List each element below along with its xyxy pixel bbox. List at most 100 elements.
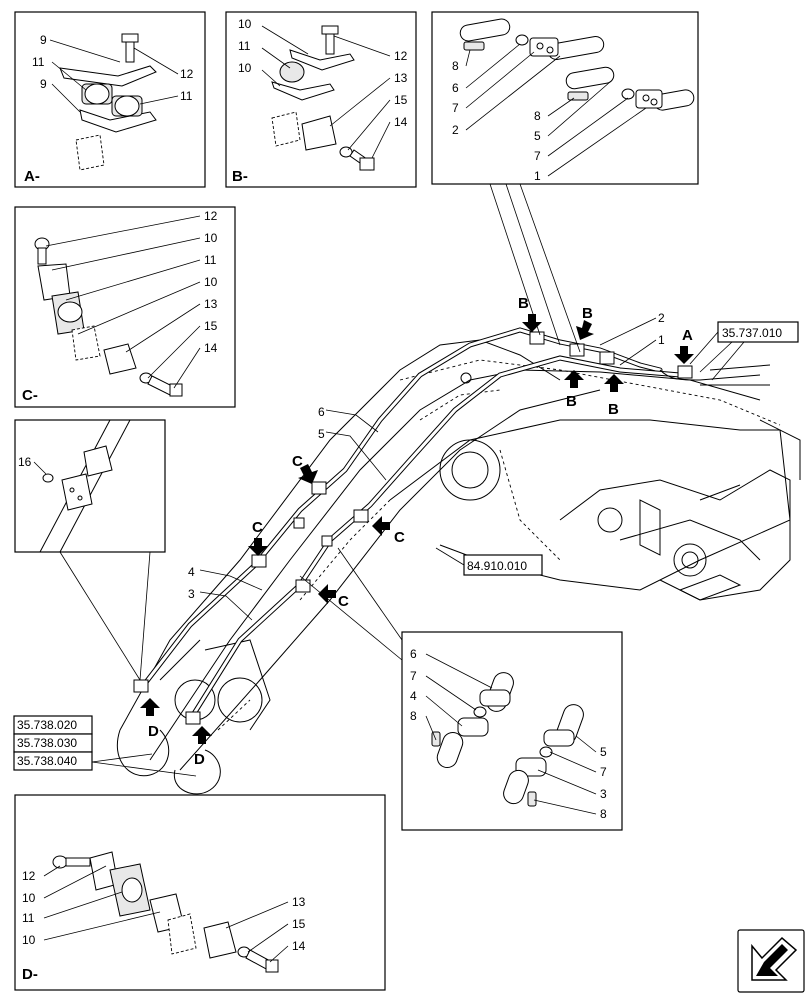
view-a-item-11b: 11 (180, 89, 193, 103)
view-b-item-10b: 10 (238, 61, 252, 75)
tr-item-6: 6 (452, 81, 459, 95)
arrow-marker-c3 (372, 516, 390, 536)
detail-view-d: D- 12 10 11 10 13 15 14 (14, 794, 386, 991)
view-d-item-10a: 10 (22, 891, 36, 905)
tr-item-8b: 8 (534, 109, 541, 123)
detail-view-a: A- 9 11 9 12 11 (14, 11, 206, 188)
br-item-4: 4 (410, 689, 417, 703)
detail-view-left-inset: 16 (14, 419, 166, 681)
bolt-12 (125, 39, 135, 63)
tr-item-2: 2 (452, 123, 459, 137)
view-c-item-11: 11 (204, 253, 217, 267)
clamp-part-16 (61, 473, 93, 511)
callout-5: 5 (318, 427, 325, 441)
arrow-marker-b3 (564, 370, 584, 388)
view-marker-d2: D (194, 751, 205, 768)
view-marker-b1: B (518, 295, 529, 312)
view-a-item-9b: 9 (40, 77, 47, 91)
view-b-title: B- (232, 168, 248, 185)
view-c-item-12: 12 (204, 209, 218, 223)
view-c-item-10b: 10 (204, 275, 218, 289)
clamp-block-upper (529, 37, 559, 57)
view-d-item-11: 11 (22, 911, 35, 925)
br-item-5: 5 (600, 745, 607, 759)
hose-lines (133, 327, 771, 725)
callout-2: 2 (658, 311, 665, 325)
view-c-title: C- (22, 387, 38, 404)
arrow-marker-b2 (576, 320, 594, 340)
br-item-7a: 7 (410, 669, 417, 683)
main-callouts: 2 1 6 5 4 3 (188, 311, 665, 621)
view-marker-c4: C (338, 593, 349, 610)
view-d-item-10b: 10 (22, 933, 36, 947)
view-marker-b2: B (582, 305, 593, 322)
inset-item-16: 16 (18, 455, 32, 469)
detail-view-bottom-right: 6 7 4 8 5 7 3 8 (299, 547, 623, 831)
view-c-item-14: 14 (204, 341, 218, 355)
view-d-item-15: 15 (292, 917, 306, 931)
callout-4: 4 (188, 565, 195, 579)
arrow-marker-b1 (522, 314, 542, 332)
ref-35738020: 35.738.020 (17, 718, 77, 732)
arrow-marker-b4 (604, 374, 624, 392)
detail-view-c: C- 12 10 11 10 13 15 14 (14, 206, 236, 408)
callout-1: 1 (658, 333, 665, 347)
arrow-marker-c4 (318, 584, 336, 604)
ref-35738030: 35.738.030 (17, 736, 77, 750)
view-a-item-12: 12 (180, 67, 194, 81)
clamp-block-c (103, 343, 137, 375)
br-item-7b: 7 (600, 765, 607, 779)
br-item-6: 6 (410, 647, 417, 661)
ref-35738040: 35.738.040 (17, 754, 77, 768)
ref-84910010: 84.910.010 (467, 559, 527, 573)
arrow-marker-d1 (140, 698, 160, 716)
view-marker-c1: C (292, 453, 303, 470)
arrow-marker-a (674, 346, 694, 364)
view-a-item-9a: 9 (40, 33, 47, 47)
detail-view-b: B- 10 11 10 12 13 15 14 (225, 11, 417, 188)
view-d-title: D- (22, 966, 38, 983)
view-markers: B B B B A C C C C D D (140, 295, 694, 768)
arrow-marker-c1 (298, 464, 318, 484)
view-a-title: A- (24, 168, 40, 185)
view-marker-b3: B (566, 393, 577, 410)
tr-item-5: 5 (534, 129, 541, 143)
view-marker-b4: B (608, 401, 619, 418)
view-b-item-13: 13 (394, 71, 408, 85)
view-d-item-13: 13 (292, 895, 306, 909)
view-a-item-11a: 11 (32, 55, 45, 69)
ref-box-35738040 (13, 751, 93, 771)
rubber-bushing-b (279, 61, 305, 83)
navigation-arrow-icon[interactable] (737, 929, 805, 993)
br-item-3: 3 (600, 787, 607, 801)
arrow-marker-c2 (248, 538, 268, 556)
tr-item-8a: 8 (452, 59, 459, 73)
ref-35737010: 35.737.010 (722, 326, 782, 340)
view-marker-c3: C (394, 529, 405, 546)
clamp-block-13 (301, 115, 337, 151)
tr-item-1: 1 (534, 169, 541, 183)
tr-item-7a: 7 (452, 101, 459, 115)
callout-6: 6 (318, 405, 325, 419)
view-b-item-10a: 10 (238, 17, 252, 31)
view-b-item-11: 11 (238, 39, 251, 53)
view-d-item-12: 12 (22, 869, 36, 883)
view-b-item-15: 15 (394, 93, 408, 107)
view-c-item-10a: 10 (204, 231, 218, 245)
br-item-8a: 8 (410, 709, 417, 723)
detail-view-top-right: 8 6 7 2 8 5 7 1 (431, 11, 699, 353)
view-marker-d1: D (148, 723, 159, 740)
view-marker-a: A (682, 327, 693, 344)
arrow-marker-d2 (192, 726, 212, 744)
callout-3: 3 (188, 587, 195, 601)
view-c-item-13: 13 (204, 297, 218, 311)
reference-boxes: 35.737.010 84.910.010 35.738.020 35.738.… (13, 321, 799, 777)
tr-item-7b: 7 (534, 149, 541, 163)
view-d-item-14: 14 (292, 939, 306, 953)
view-c-item-15: 15 (204, 319, 218, 333)
view-marker-c2: C (252, 519, 263, 536)
clamp-plate-upper (59, 65, 157, 87)
br-item-8b: 8 (600, 807, 607, 821)
view-b-item-14: 14 (394, 115, 408, 129)
